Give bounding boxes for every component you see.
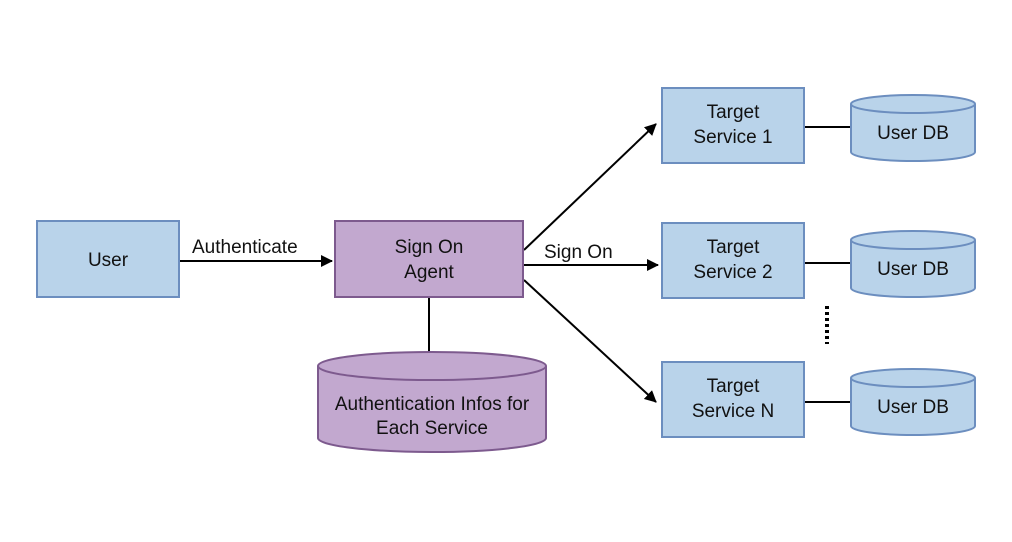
- node-sign-on-agent: Sign On Agent: [334, 220, 524, 298]
- node-userdb-2-label: User DB: [877, 259, 949, 280]
- node-target-2-line2: Service 2: [693, 262, 772, 283]
- node-userdb-n-label: User DB: [877, 397, 949, 418]
- node-userdb-1: User DB: [850, 94, 976, 162]
- node-userdb-2: User DB: [850, 230, 976, 298]
- edge-label-sign-on: Sign On: [544, 242, 613, 263]
- node-auth-store-line2: Each Service: [376, 418, 488, 439]
- node-sign-on-agent-line2: Agent: [404, 262, 454, 283]
- node-target-service-2: Target Service 2: [661, 222, 805, 299]
- node-target-2-line1: Target: [707, 237, 761, 258]
- edge-agent-to-target-1: [523, 123, 657, 251]
- node-target-n-line1: Target: [707, 376, 761, 397]
- node-target-n-line2: Service N: [692, 401, 774, 422]
- node-sign-on-agent-line1: Sign On: [395, 237, 464, 258]
- node-auth-store: Authentication Infos for Each Service: [317, 351, 547, 453]
- node-target-1-line1: Target: [707, 102, 761, 123]
- node-userdb-1-label: User DB: [877, 123, 949, 144]
- node-target-service-1: Target Service 1: [661, 87, 805, 164]
- node-user: User: [36, 220, 180, 298]
- node-userdb-n: User DB: [850, 368, 976, 436]
- node-auth-store-line1: Authentication Infos for: [335, 394, 530, 415]
- node-user-label: User: [88, 250, 129, 271]
- node-target-1-line2: Service 1: [693, 127, 772, 148]
- node-target-service-n: Target Service N: [661, 361, 805, 438]
- edge-label-authenticate: Authenticate: [192, 237, 298, 258]
- edge-agent-to-target-n: [523, 279, 657, 403]
